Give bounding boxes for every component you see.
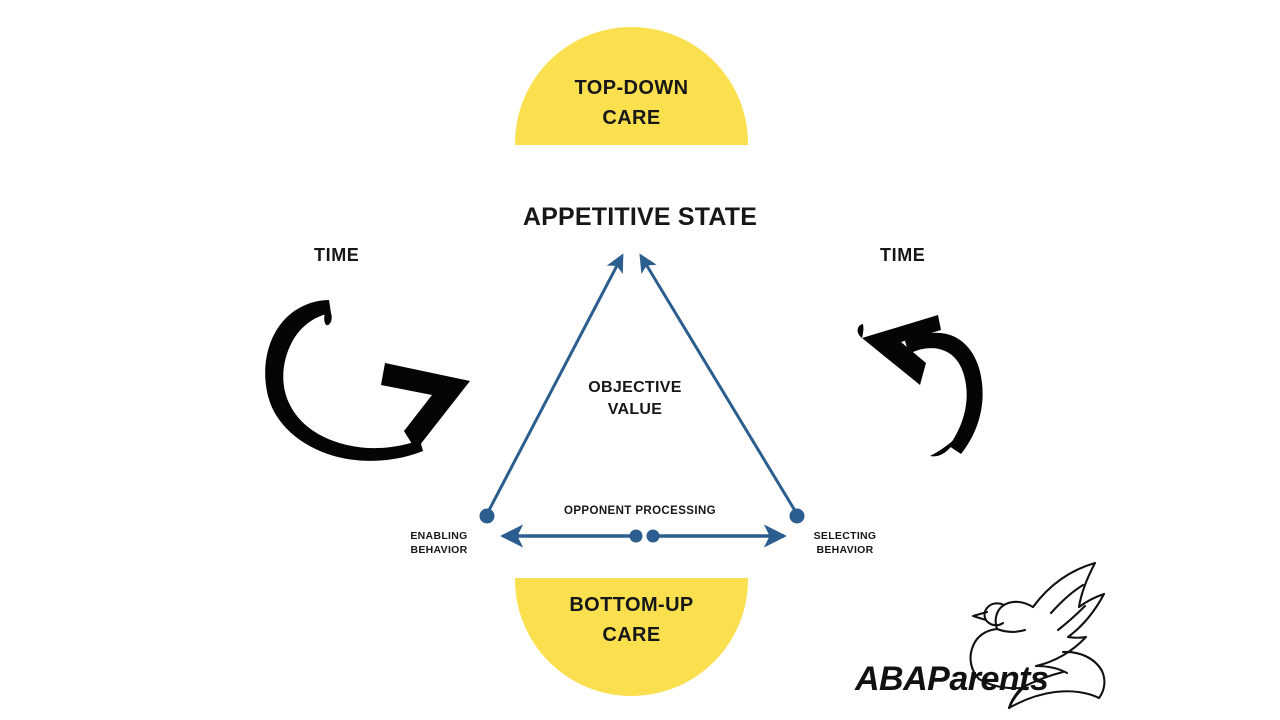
dove-icon xyxy=(969,561,1106,710)
top-down-care-pod: TOP-DOWN CARE xyxy=(515,27,748,145)
bottom-up-care-line1: BOTTOM-UP xyxy=(569,594,694,616)
selecting-behavior-line2: BEHAVIOR xyxy=(816,544,874,556)
objective-value-group: OBJECTIVE VALUE xyxy=(535,377,735,421)
abaparents-wordmark: ABAParents xyxy=(855,660,1049,698)
bottom-up-care-line2: CARE xyxy=(602,624,661,646)
enabling-behavior-line2: BEHAVIOR xyxy=(410,544,468,556)
objective-value-line2: VALUE xyxy=(607,401,663,418)
selecting-behavior-line1: SELECTING xyxy=(813,530,877,542)
appetitive-state-label: APPETITIVE STATE xyxy=(522,203,758,231)
objective-value-line1: OBJECTIVE xyxy=(588,379,682,396)
selecting-behavior-label: SELECTING BEHAVIOR xyxy=(795,529,895,557)
top-down-care-line1: TOP-DOWN xyxy=(574,77,689,99)
enabling-behavior-line1: ENABLING xyxy=(410,530,468,542)
time-arrow-right-icon xyxy=(857,315,983,457)
time-arrow-left-icon xyxy=(265,300,470,461)
bottom-up-care-pod: BOTTOM-UP CARE xyxy=(515,578,748,696)
top-down-care-line2: CARE xyxy=(602,107,661,129)
opponent-processing-label: OPPONENT PROCESSING xyxy=(563,505,716,517)
abaparents-logo: ABAParents xyxy=(855,558,1120,713)
center-dot-right xyxy=(646,529,660,543)
vertex-dot-selecting xyxy=(789,508,805,524)
enabling-behavior-label: ENABLING BEHAVIOR xyxy=(389,529,489,557)
time-label-right: TIME xyxy=(880,245,926,265)
center-dot-left xyxy=(629,529,643,543)
time-label-left: TIME xyxy=(314,245,360,265)
